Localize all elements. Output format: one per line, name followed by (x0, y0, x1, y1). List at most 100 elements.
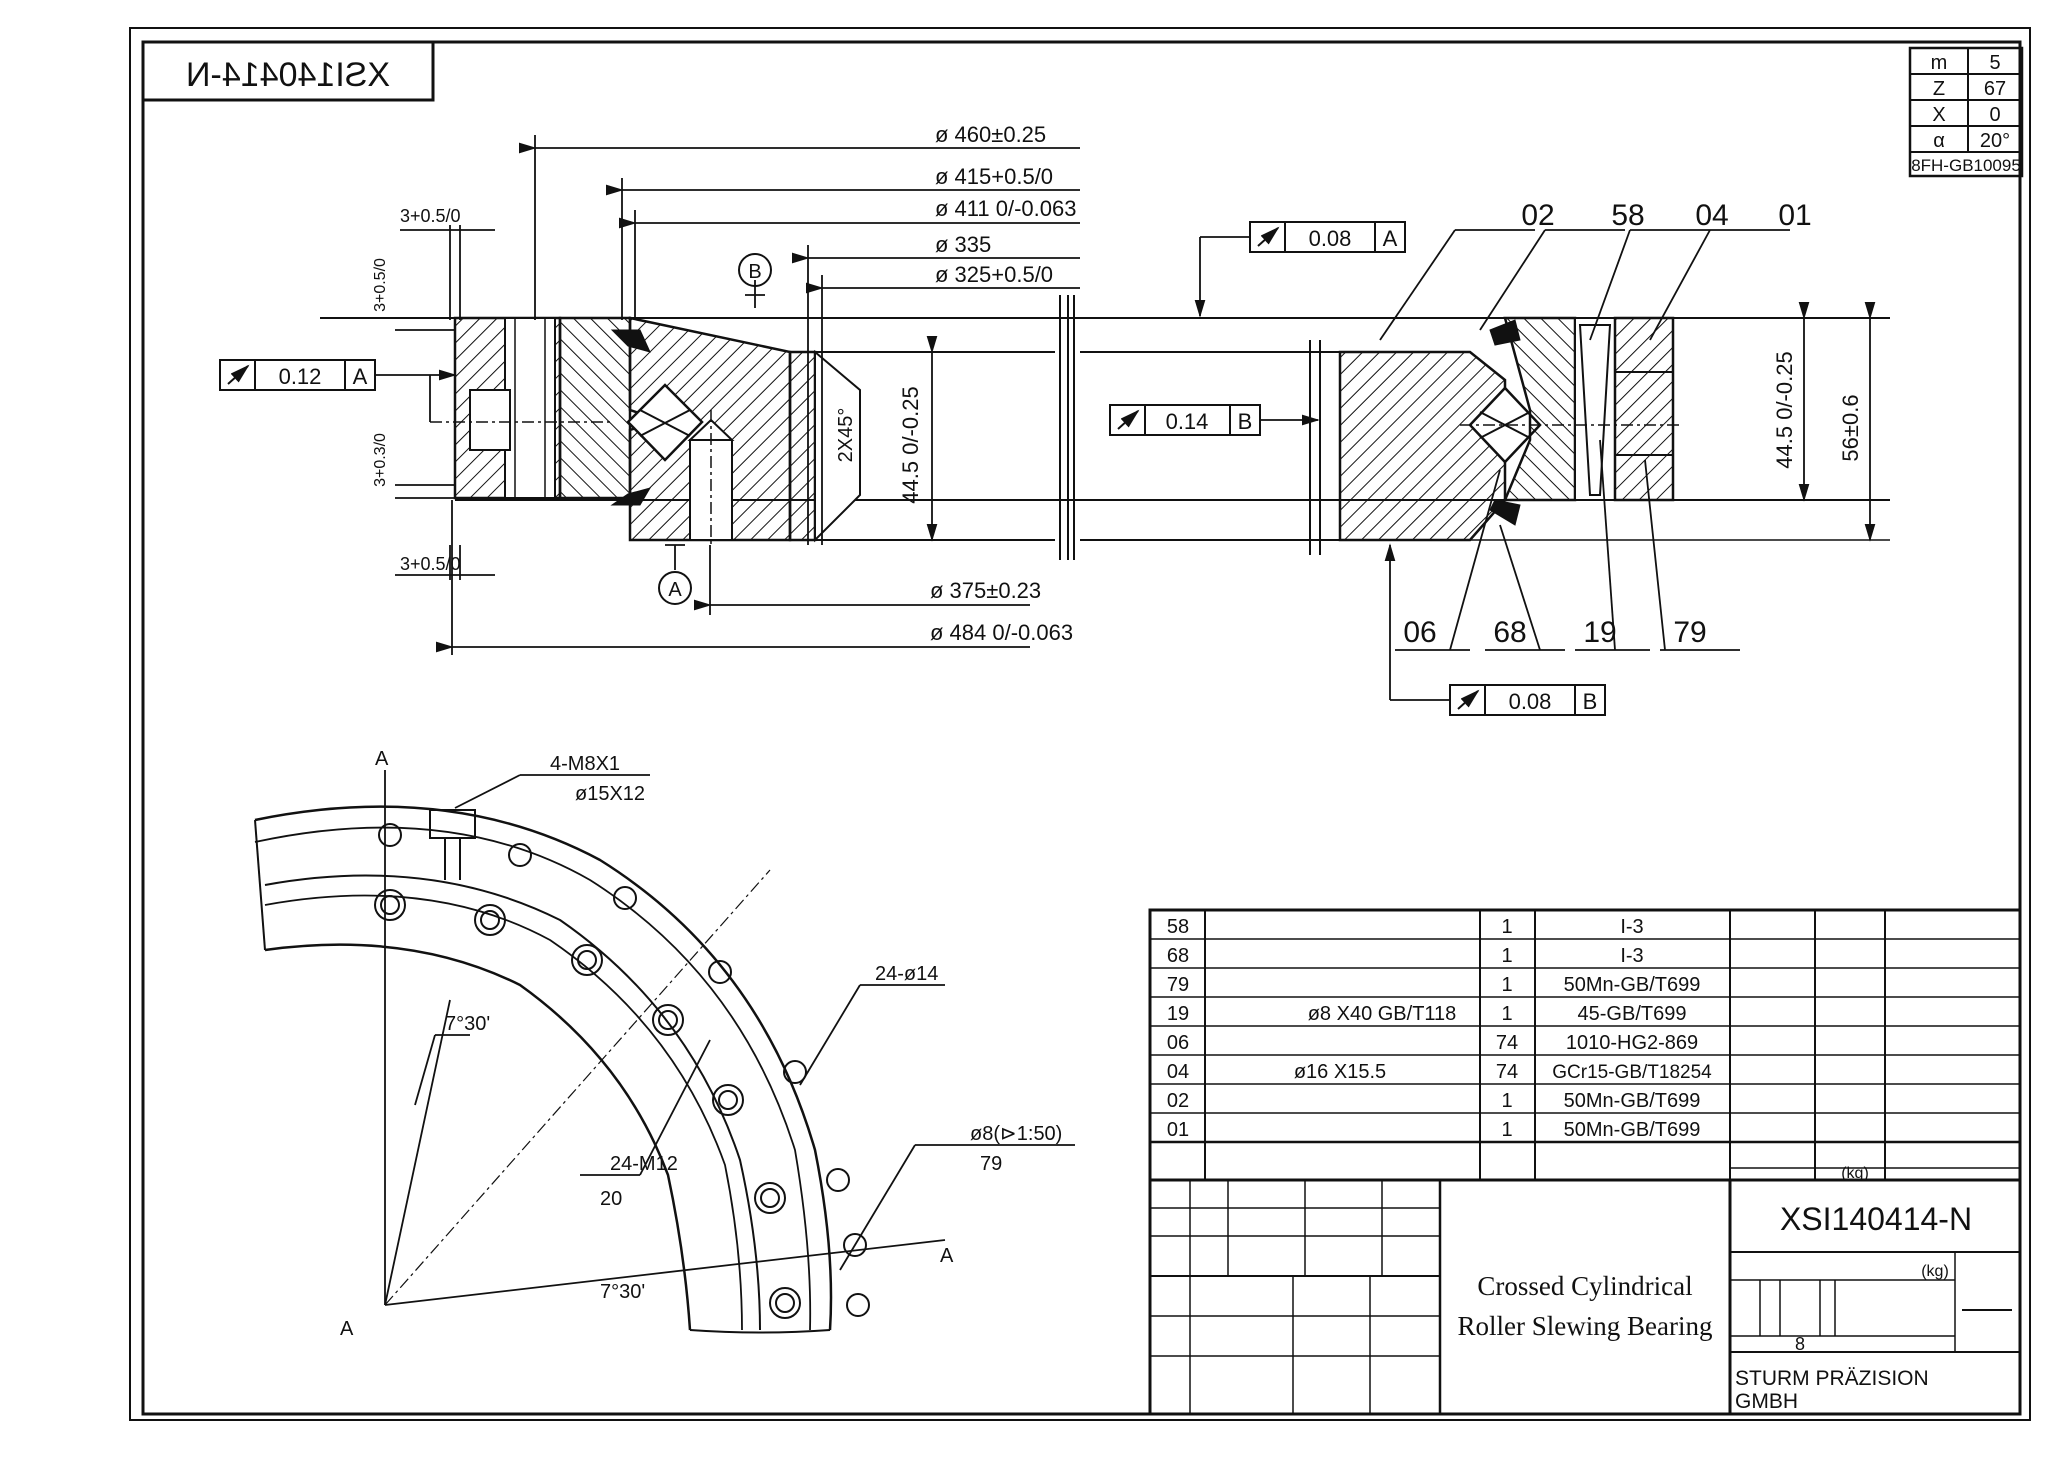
datum-a: A (668, 579, 682, 601)
dim-d411: ø 411 0/-0.063 (935, 196, 1076, 221)
pin-label: ø8(⊳1:50) (970, 1123, 1062, 1145)
drawing-part-number: XSI140414-N (1780, 1201, 1972, 1237)
dimension-texts: ø 460±0.25 ø 415+0.5/0 ø 411 0/-0.063 ø … (372, 122, 1863, 645)
callout-01: 01 (1778, 199, 1811, 232)
dim-gap-bottom: 3+0.5/0 (400, 554, 461, 574)
threaded-holes-label: 24-M12 (610, 1153, 678, 1175)
company-line2: GMBH (1735, 1390, 1798, 1413)
tapped-holes-label: 4-M8X1 (550, 753, 620, 775)
callout-19: 19 (1583, 616, 1616, 649)
part-no: 58 (1167, 916, 1189, 938)
dim-d484: ø 484 0/-0.063 (930, 620, 1073, 645)
part-desc: ø8 X40 GB/T118 (1308, 1003, 1457, 1025)
angle-label-2: 7°30' (600, 1281, 645, 1303)
part-material: I-3 (1620, 945, 1643, 967)
gear-key-z: Z (1933, 78, 1945, 100)
datum-markers: B A (658, 253, 772, 605)
parts-list-rows: 58 1 I-3 68 1 I-3 79 1 50Mn-GB/T699 19 ø… (1167, 916, 1712, 1141)
tol-value-bottom: 0.08 (1509, 689, 1552, 714)
part-no: 79 (1167, 974, 1189, 996)
part-qty: 1 (1501, 974, 1512, 996)
parts-list-table (1148, 908, 2022, 1182)
dim-d335: ø 335 (935, 232, 991, 257)
part-no: 04 (1167, 1061, 1189, 1083)
dim-gap-left1: 3+0.5/0 (372, 258, 389, 312)
dim-d375: ø 375±0.23 (930, 578, 1041, 603)
part-material: 50Mn-GB/T699 (1564, 1119, 1701, 1141)
angle-label-1: 7°30' (445, 1013, 490, 1035)
dim-d325: ø 325+0.5/0 (935, 262, 1053, 287)
pin-part-label: 79 (980, 1153, 1002, 1175)
dim-h56: 56±0.6 (1838, 394, 1863, 461)
part-qty: 1 (1501, 1119, 1512, 1141)
part-qty: 74 (1496, 1061, 1518, 1083)
title-block-texts: (kg) (kg) XSI140414-N Crossed Cylindrica… (1458, 1165, 1973, 1413)
plan-view-texts: A A A 4-M8X1 ø15X12 24-ø14 24-M12 20 ø8(… (340, 748, 1062, 1340)
dim-gap-top: 3+0.5/0 (400, 206, 461, 226)
part-material: I-3 (1620, 916, 1643, 938)
gear-key-alpha: α (1933, 130, 1945, 152)
gear-value-z: 67 (1984, 78, 2006, 100)
section-mark-top: A (375, 748, 389, 770)
part-material: GCr15-GB/T18254 (1552, 1062, 1712, 1083)
callout-02: 02 (1521, 199, 1554, 232)
dim-h445b: 44.5 0/-0.25 (1772, 351, 1797, 468)
part-qty: 1 (1501, 945, 1512, 967)
callout-06: 06 (1403, 616, 1436, 649)
top-part-number: XSI140414-N (186, 56, 390, 94)
callout-04: 04 (1695, 199, 1728, 232)
part-material: 50Mn-GB/T699 (1564, 1090, 1701, 1112)
part-qty: 1 (1501, 1090, 1512, 1112)
dim-gap-left2: 3+0.3/0 (372, 433, 389, 487)
section-mark-left: A (340, 1318, 354, 1340)
datum-b: B (748, 261, 761, 283)
gear-value-m: 5 (1989, 52, 2000, 74)
company-line1: STURM PRÄZISION (1735, 1367, 1929, 1390)
part-material: 45-GB/T699 (1578, 1003, 1687, 1025)
outer-frame (129, 27, 2031, 1421)
drawing-name-line1: Crossed Cylindrical (1477, 1271, 1692, 1301)
tol-value-left: 0.12 (279, 364, 322, 389)
part-no: 19 (1167, 1003, 1189, 1025)
part-qty: 1 (1501, 1003, 1512, 1025)
tol-ref-bottom: B (1583, 689, 1598, 714)
title-block (1148, 1167, 2022, 1416)
part-desc: ø16 X15.5 (1294, 1061, 1386, 1083)
dim-d415: ø 415+0.5/0 (935, 164, 1053, 189)
section-mark-right: A (940, 1245, 954, 1267)
counterbore-label: ø15X12 (575, 783, 645, 805)
tol-value-top: 0.08 (1309, 226, 1352, 251)
part-material: 1010-HG2-869 (1566, 1032, 1698, 1054)
top-part-number-box: XSI140414-N (141, 40, 435, 102)
dim-d460: ø 460±0.25 (935, 122, 1046, 147)
plan-view (254, 770, 1075, 1334)
threaded-depth-label: 20 (600, 1188, 622, 1210)
unit-kg-top: (kg) (1841, 1165, 1869, 1182)
dim-chamfer: 2X45° (835, 408, 857, 463)
part-material: 50Mn-GB/T699 (1564, 974, 1701, 996)
tol-value-mid: 0.14 (1166, 409, 1209, 434)
gear-key-m: m (1931, 52, 1948, 74)
part-qty: 74 (1496, 1032, 1518, 1054)
part-no: 68 (1167, 945, 1189, 967)
section-view (320, 295, 1890, 560)
unit-kg-mid: (kg) (1921, 1263, 1949, 1280)
gear-key-x: X (1932, 104, 1945, 126)
inner-frame (141, 40, 2022, 1416)
tol-ref-top: A (1383, 226, 1398, 251)
gear-value-alpha: 20° (1980, 130, 2010, 152)
tolerance-texts: 0.12 A 0.08 A 0.14 B 0.08 B (279, 226, 1598, 714)
callout-58: 58 (1611, 199, 1644, 232)
tol-ref-left: A (353, 364, 368, 389)
drawing-name-line2: Roller Slewing Bearing (1458, 1311, 1713, 1341)
callout-79: 79 (1673, 616, 1706, 649)
dimension-lines (375, 135, 1876, 701)
part-no: 06 (1167, 1032, 1189, 1054)
tol-ref-mid: B (1238, 409, 1253, 434)
gear-standard: 8FH-GB10095 (1911, 156, 2021, 175)
gear-value-x: 0 (1989, 104, 2000, 126)
part-no: 02 (1167, 1090, 1189, 1112)
through-holes-label: 24-ø14 (875, 963, 938, 985)
tolerance-frames (219, 221, 1606, 716)
